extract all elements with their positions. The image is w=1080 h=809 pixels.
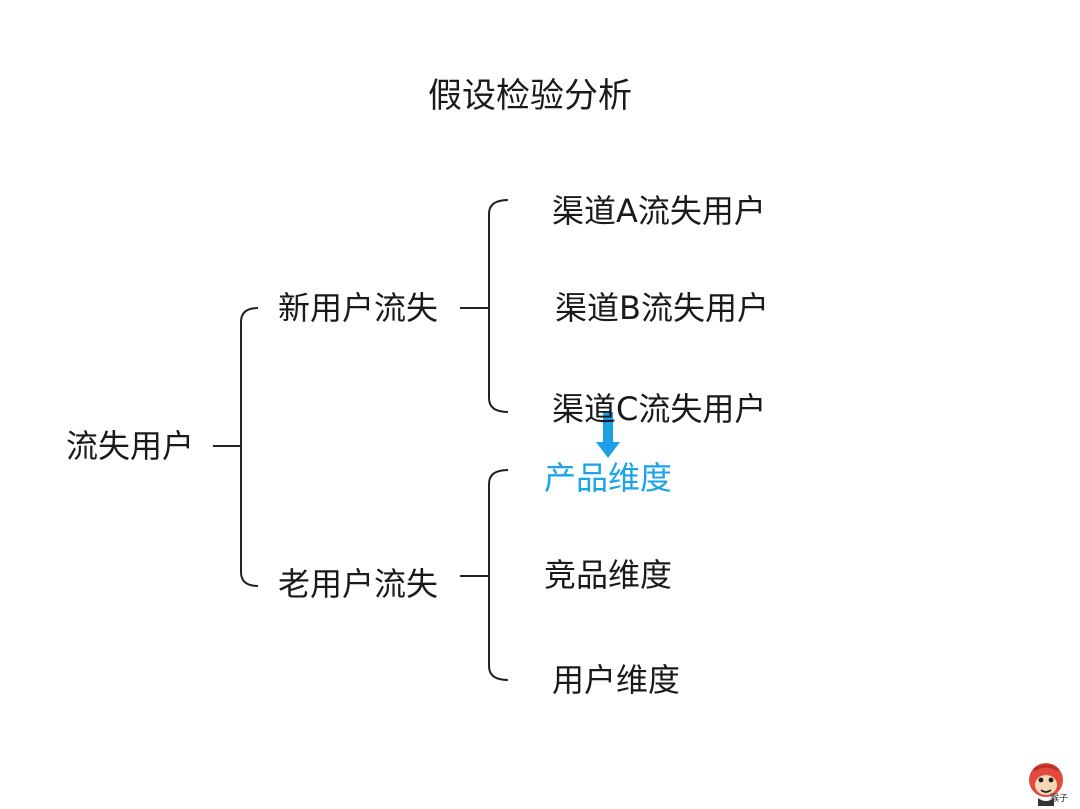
leaf-node-channel-b: 渠道B流失用户: [555, 289, 769, 327]
leaf-node-channel-a: 渠道A流失用户: [552, 192, 766, 230]
monkey-face-icon: [1029, 763, 1063, 806]
branch-node-new-users: 新用户流失: [278, 289, 439, 327]
down-arrow-icon: [596, 412, 620, 458]
leaf-node-competitor-dimension: 竞品维度: [544, 556, 673, 594]
branch1-bracket: [488, 199, 509, 413]
branch-node-old-users: 老用户流失: [278, 565, 439, 603]
leaf-node-user-dimension: 用户维度: [552, 661, 681, 699]
leaf-node-product-dimension: 产品维度: [544, 459, 673, 497]
level1-bracket: [240, 307, 259, 587]
root-node: 流失用户: [66, 427, 195, 465]
leaf-node-channel-c: 渠道C流失用户: [552, 390, 767, 428]
page-title: 假设检验分析: [428, 76, 632, 116]
watermark-label: 猴子: [1050, 794, 1069, 804]
branch2-bracket: [488, 469, 509, 681]
